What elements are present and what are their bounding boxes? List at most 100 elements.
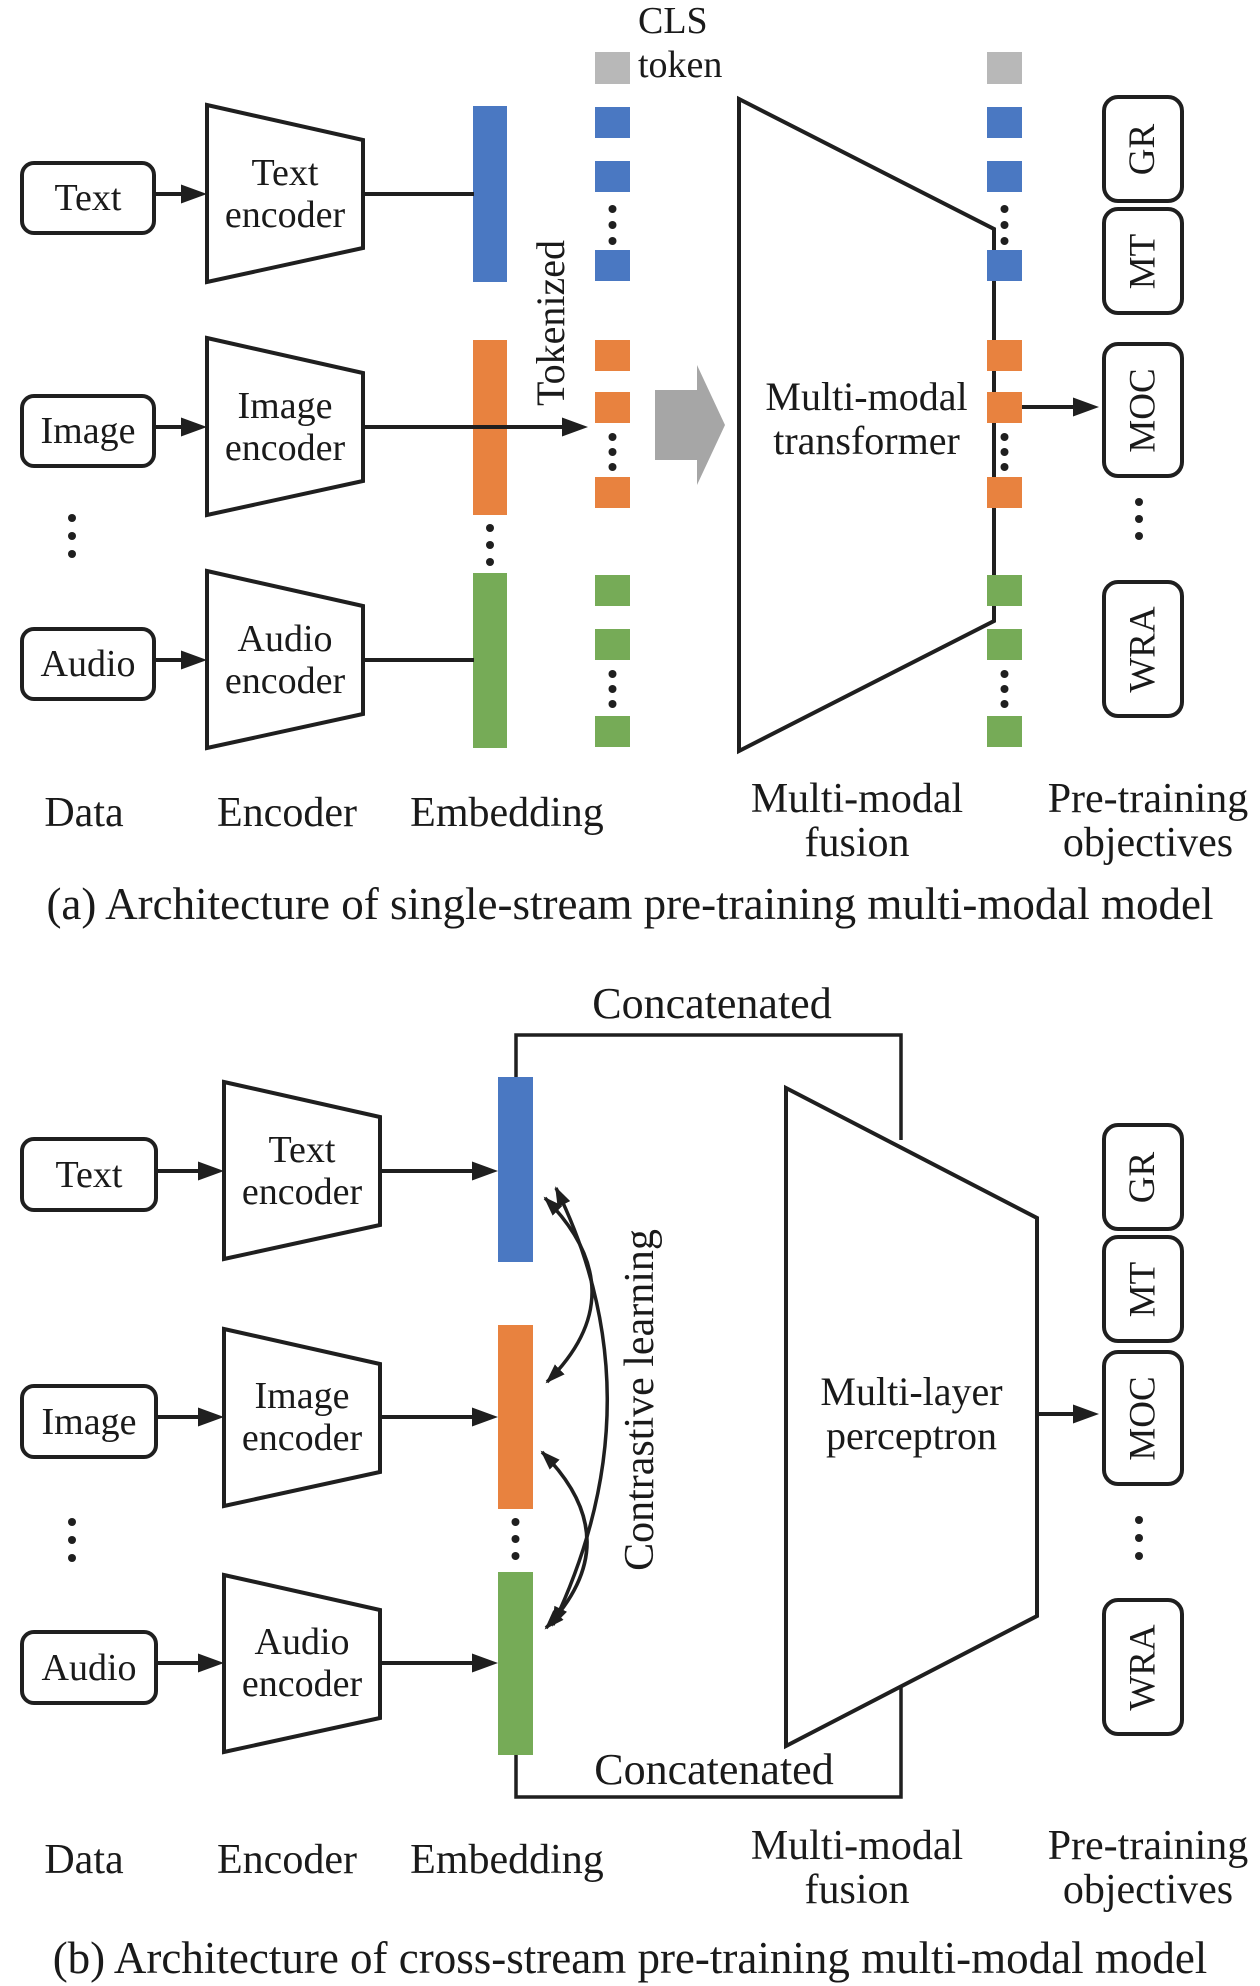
a-column-label-fusion-line2: fusion: [804, 820, 910, 866]
b-objective-moc: MOC: [1102, 1350, 1184, 1486]
a-token-square: [595, 575, 630, 606]
b-dots-objectives: [1135, 1516, 1143, 1560]
b-column-label-objectives: Pre-training objectives: [1028, 1824, 1260, 1912]
a-audio-encoder-line2: encoder: [224, 660, 346, 702]
a-column-label-objectives-line1: Pre-training: [1047, 776, 1249, 822]
b-column-label-objectives-line2: objectives: [1062, 1867, 1234, 1913]
a-audio-encoder-shape: [205, 568, 365, 751]
b-mlp-shape: [784, 1084, 1039, 1750]
b-arrowhead: [198, 1407, 224, 1427]
a-text-encoder-label: Text encoder: [207, 152, 363, 236]
a-dots-tokens-orange: [608, 433, 617, 471]
b-contrastive-arc-image-audio: [540, 1450, 589, 1630]
a-out-token-square: [987, 575, 1022, 606]
a-out-token-square: [987, 340, 1022, 371]
b-mlp-line1: Multi-layer: [820, 1369, 1003, 1414]
a-data-box-text: Text: [20, 161, 156, 235]
a-column-label-encoder: Encoder: [217, 790, 357, 836]
a-data-box-image: Image: [20, 394, 156, 468]
b-arrowhead: [1073, 1404, 1099, 1424]
a-token-square: [595, 250, 630, 281]
b-column-label-fusion: Multi-modal fusion: [737, 1824, 977, 1912]
b-contrastive-learning-label: Contrastive learning: [617, 1229, 663, 1571]
b-objective-wra-label: WRA: [1122, 1623, 1164, 1711]
a-arrowhead: [181, 184, 207, 204]
a-column-label-embedding: Embedding: [410, 790, 604, 836]
a-image-encoder-label: Image encoder: [207, 385, 363, 469]
b-text-encoder-line2: encoder: [241, 1171, 363, 1213]
a-token-square: [595, 629, 630, 660]
b-concat-bracket-bottom: [514, 1686, 903, 1799]
b-caption: (b) Architecture of cross-stream pre-tra…: [52, 1933, 1208, 1983]
a-out-token-square: [987, 250, 1022, 281]
a-out-token-square: [987, 477, 1022, 508]
b-dots-data-column: [68, 1518, 76, 1562]
b-data-box-image-label: Image: [41, 1400, 137, 1443]
a-dots-out-tokens-orange: [1000, 433, 1009, 471]
a-out-token-square: [987, 107, 1022, 138]
a-cls-label-line1: CLS: [638, 0, 708, 42]
b-arrowhead: [472, 1653, 498, 1673]
a-token-square: [595, 477, 630, 508]
b-column-label-encoder: Encoder: [217, 1837, 357, 1883]
a-arrowhead: [562, 417, 588, 437]
a-column-label-fusion-line1: Multi-modal: [750, 776, 964, 822]
a-column-label-fusion: Multi-modal fusion: [737, 777, 977, 865]
b-audio-encoder-shape: [222, 1572, 382, 1755]
b-data-box-text: Text: [20, 1137, 158, 1212]
b-text-encoder-shape: [222, 1079, 382, 1262]
b-objective-moc-label: MOC: [1122, 1375, 1164, 1461]
b-objective-mt: MT: [1102, 1235, 1184, 1343]
a-token-square: [595, 161, 630, 192]
a-text-encoder-line2: encoder: [224, 194, 346, 236]
a-objective-mt-label: MT: [1122, 233, 1164, 289]
b-objective-mt-label: MT: [1122, 1261, 1164, 1317]
b-image-embedding-bar: [498, 1325, 533, 1509]
b-audio-encoder-line2: encoder: [241, 1663, 363, 1705]
a-objective-moc: MOC: [1102, 342, 1184, 478]
b-objective-gr-label: GR: [1122, 1151, 1164, 1203]
a-text-encoder-shape: [205, 102, 365, 285]
a-column-label-data: Data: [44, 790, 124, 836]
a-cls-token-square: [595, 52, 630, 84]
b-data-box-audio: Audio: [20, 1630, 158, 1705]
b-column-label-fusion-line2: fusion: [804, 1867, 910, 1913]
a-objective-moc-label: MOC: [1122, 367, 1164, 453]
a-caption: (a) Architecture of single-stream pre-tr…: [46, 879, 1214, 929]
a-objective-mt: MT: [1102, 207, 1184, 315]
a-data-box-image-label: Image: [40, 410, 136, 452]
b-column-label-objectives-line1: Pre-training: [1047, 1823, 1249, 1869]
a-dots-tokens-blue: [608, 205, 617, 245]
b-objective-wra: WRA: [1102, 1598, 1184, 1736]
a-data-box-text-label: Text: [54, 177, 122, 219]
a-arrowhead: [181, 417, 207, 437]
a-image-encoder-line2: encoder: [224, 427, 346, 469]
a-dots-out-tokens-green: [1000, 670, 1009, 708]
a-image-encoder-shape: [205, 335, 365, 518]
a-objective-wra-label: WRA: [1122, 605, 1164, 693]
a-column-label-objectives: Pre-training objectives: [1028, 777, 1260, 865]
b-audio-encoder-label: Audio encoder: [224, 1621, 380, 1705]
b-arrowhead: [198, 1161, 224, 1181]
a-out-cls-token-square: [987, 52, 1022, 84]
b-image-encoder-label: Image encoder: [224, 1375, 380, 1459]
b-audio-encoder-line1: Audio: [254, 1621, 350, 1663]
a-out-token-square: [987, 629, 1022, 660]
a-dots-tokens-green: [608, 670, 617, 708]
a-token-square: [595, 716, 630, 747]
b-image-encoder-shape: [222, 1326, 382, 1509]
b-column-label-data: Data: [44, 1837, 124, 1883]
a-transformer-line1: Multi-modal: [765, 374, 968, 419]
a-out-token-square: [987, 161, 1022, 192]
a-objective-wra: WRA: [1102, 580, 1184, 718]
a-text-encoder-line1: Text: [251, 152, 319, 194]
a-image-encoder-line1: Image: [237, 385, 333, 427]
b-arrowhead: [472, 1161, 498, 1181]
b-dots-bar-column: [511, 1518, 520, 1560]
b-contrastive-arc-text-image: [543, 1196, 594, 1384]
a-tokenized-label: Tokenized: [528, 240, 573, 407]
b-data-box-image: Image: [20, 1384, 158, 1459]
b-image-encoder-line2: encoder: [241, 1417, 363, 1459]
b-concatenated-top-label: Concatenated: [592, 979, 832, 1028]
